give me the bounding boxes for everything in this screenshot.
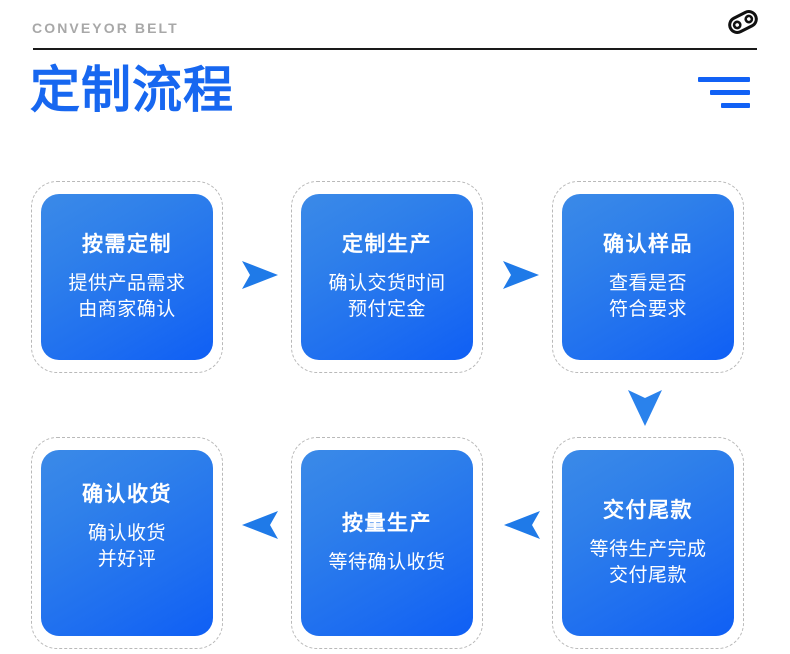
flow-step-title-6: 交付尾款 xyxy=(603,498,693,522)
menu-line-1 xyxy=(698,77,750,82)
flow-step-card-body-4: 确认收货 确认收货 并好评 xyxy=(41,450,213,636)
flow-step-desc-6: 等待生产完成 交付尾款 xyxy=(589,537,706,588)
brand-label: CONVEYOR BELT xyxy=(32,20,179,36)
menu-line-3 xyxy=(721,103,750,108)
flow-step-card-body-6: 交付尾款 等待生产完成 交付尾款 xyxy=(562,450,734,636)
flow-step-title-1: 按需定制 xyxy=(82,232,172,256)
flow-step-card-body-3: 确认样品 查看是否 符合要求 xyxy=(562,194,734,360)
flow-step-desc-1: 提供产品需求 由商家确认 xyxy=(68,271,185,322)
flow-step-desc-line: 预付定金 xyxy=(347,298,426,320)
flow-step-title-3: 确认样品 xyxy=(603,232,693,256)
flow-step-desc-4: 确认收货 并好评 xyxy=(88,521,166,572)
flow-step-title-5: 按量生产 xyxy=(342,511,432,535)
page-header: CONVEYOR BELT xyxy=(0,0,790,52)
header-divider xyxy=(33,48,757,50)
flow-step-desc-line: 交付尾款 xyxy=(608,564,687,586)
flow-step-card-4[interactable]: 确认收货 确认收货 并好评 xyxy=(31,437,223,649)
flow-step-desc-line: 等待确认收货 xyxy=(328,551,446,573)
flow-step-card-1[interactable]: 按需定制 提供产品需求 由商家确认 xyxy=(31,181,223,373)
flow-step-card-6[interactable]: 交付尾款 等待生产完成 交付尾款 xyxy=(552,437,744,649)
page-title: 定制流程 xyxy=(30,62,234,118)
menu-line-2 xyxy=(710,90,750,95)
flow-step-desc-line: 提供产品需求 xyxy=(68,272,186,294)
flow-step-card-3[interactable]: 确认样品 查看是否 符合要求 xyxy=(552,181,744,373)
conveyor-belt-link-icon xyxy=(723,8,763,36)
flow-step-desc-5: 等待确认收货 xyxy=(328,550,445,576)
title-bar: 定制流程 xyxy=(0,52,790,152)
flow-step-card-5[interactable]: 按量生产 等待确认收货 xyxy=(291,437,483,649)
flow-step-card-body-2: 定制生产 确认交货时间 预付定金 xyxy=(301,194,473,360)
flow-step-desc-line: 并好评 xyxy=(97,548,157,570)
flow-step-title-4: 确认收货 xyxy=(82,483,172,506)
flow-step-desc-line: 等待生产完成 xyxy=(589,538,707,560)
flow-step-desc-line: 由商家确认 xyxy=(78,298,176,320)
flow-step-desc-3: 查看是否 符合要求 xyxy=(609,271,687,322)
flow-step-card-2[interactable]: 定制生产 确认交货时间 预付定金 xyxy=(291,181,483,373)
flow-step-desc-line: 确认交货时间 xyxy=(328,272,446,294)
flow-step-desc-line: 确认收货 xyxy=(87,523,166,545)
arrow-down-icon xyxy=(625,386,665,430)
flow-step-card-body-1: 按需定制 提供产品需求 由商家确认 xyxy=(41,194,213,360)
flow-step-desc-line: 符合要求 xyxy=(608,298,687,320)
flow-step-card-body-5: 按量生产 等待确认收货 xyxy=(301,450,473,636)
stacked-lines-menu-icon[interactable] xyxy=(686,72,750,112)
arrow-left-icon xyxy=(238,508,282,542)
flow-step-title-2: 定制生产 xyxy=(342,232,432,256)
arrow-right-icon xyxy=(499,258,543,292)
customization-flow-diagram: 按需定制 提供产品需求 由商家确认 定制生产 确认交货时间 预付定金 确认样品 … xyxy=(0,152,790,654)
flow-step-desc-line: 查看是否 xyxy=(608,272,687,294)
arrow-right-icon xyxy=(238,258,282,292)
flow-step-desc-2: 确认交货时间 预付定金 xyxy=(328,271,445,322)
arrow-left-icon xyxy=(500,508,544,542)
